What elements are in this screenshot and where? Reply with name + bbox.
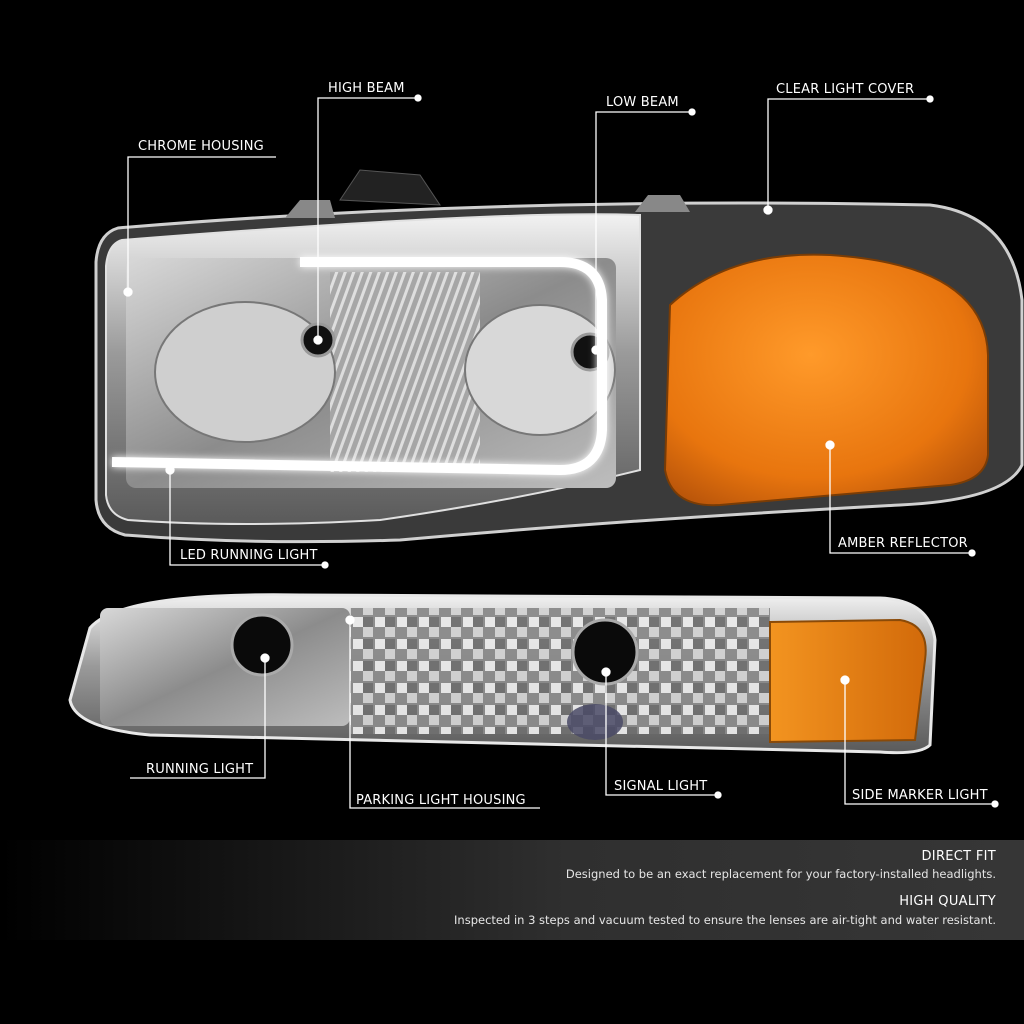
feature-title-high-quality: HIGH QUALITY	[899, 894, 996, 909]
label-low-beam: LOW BEAM	[606, 95, 679, 110]
label-amber-reflector: AMBER REFLECTOR	[838, 536, 968, 551]
feature-info-band	[0, 840, 1024, 940]
parking-light-inner	[100, 608, 350, 726]
label-high-beam: HIGH BEAM	[328, 81, 405, 96]
feature-title-direct-fit: DIRECT FIT	[921, 849, 996, 864]
callout-line-signal	[601, 667, 722, 799]
high-beam-bulb	[154, 301, 336, 443]
low-beam-bulb	[464, 304, 616, 436]
callout-line-high-beam	[313, 94, 422, 345]
signal-light-socket	[571, 618, 639, 686]
callout-line-low-beam	[591, 108, 696, 355]
amber-reflector-lens	[663, 253, 989, 507]
mounting-tab-left	[285, 200, 335, 218]
callout-line-amber	[825, 440, 976, 557]
label-chrome-housing: CHROME HOUSING	[138, 139, 264, 154]
callout-lines	[123, 94, 999, 809]
label-side-marker-light: SIDE MARKER LIGHT	[852, 788, 988, 803]
callout-line-led	[165, 465, 329, 569]
signal-bulb-shadow	[567, 704, 623, 740]
callout-line-parking	[345, 615, 540, 809]
rear-connector	[339, 169, 441, 206]
headlight-reflector-ribs	[330, 272, 480, 472]
callout-line-running	[130, 653, 270, 779]
label-signal-light: SIGNAL LIGHT	[614, 779, 708, 794]
label-parking-light-housing: PARKING LIGHT HOUSING	[356, 793, 526, 808]
feature-desc-high-quality: Inspected in 3 steps and vacuum tested t…	[454, 913, 996, 927]
led-running-light-bar	[111, 257, 607, 476]
callout-line-side-marker	[840, 675, 999, 808]
label-led-running-light: LED RUNNING LIGHT	[180, 548, 318, 563]
callout-line-chrome-housing	[123, 156, 276, 297]
headlight-assembly	[94, 169, 1024, 544]
label-running-light: RUNNING LIGHT	[146, 762, 254, 777]
mounting-tab-right	[635, 195, 690, 212]
bumper-light-assembly	[68, 593, 937, 755]
label-clear-light-cover: CLEAR LIGHT COVER	[776, 82, 915, 97]
feature-desc-direct-fit: Designed to be an exact replacement for …	[565, 867, 996, 881]
signal-light-cubes	[350, 608, 770, 734]
callout-line-clear-cover	[763, 95, 934, 215]
running-light-socket	[230, 613, 294, 677]
